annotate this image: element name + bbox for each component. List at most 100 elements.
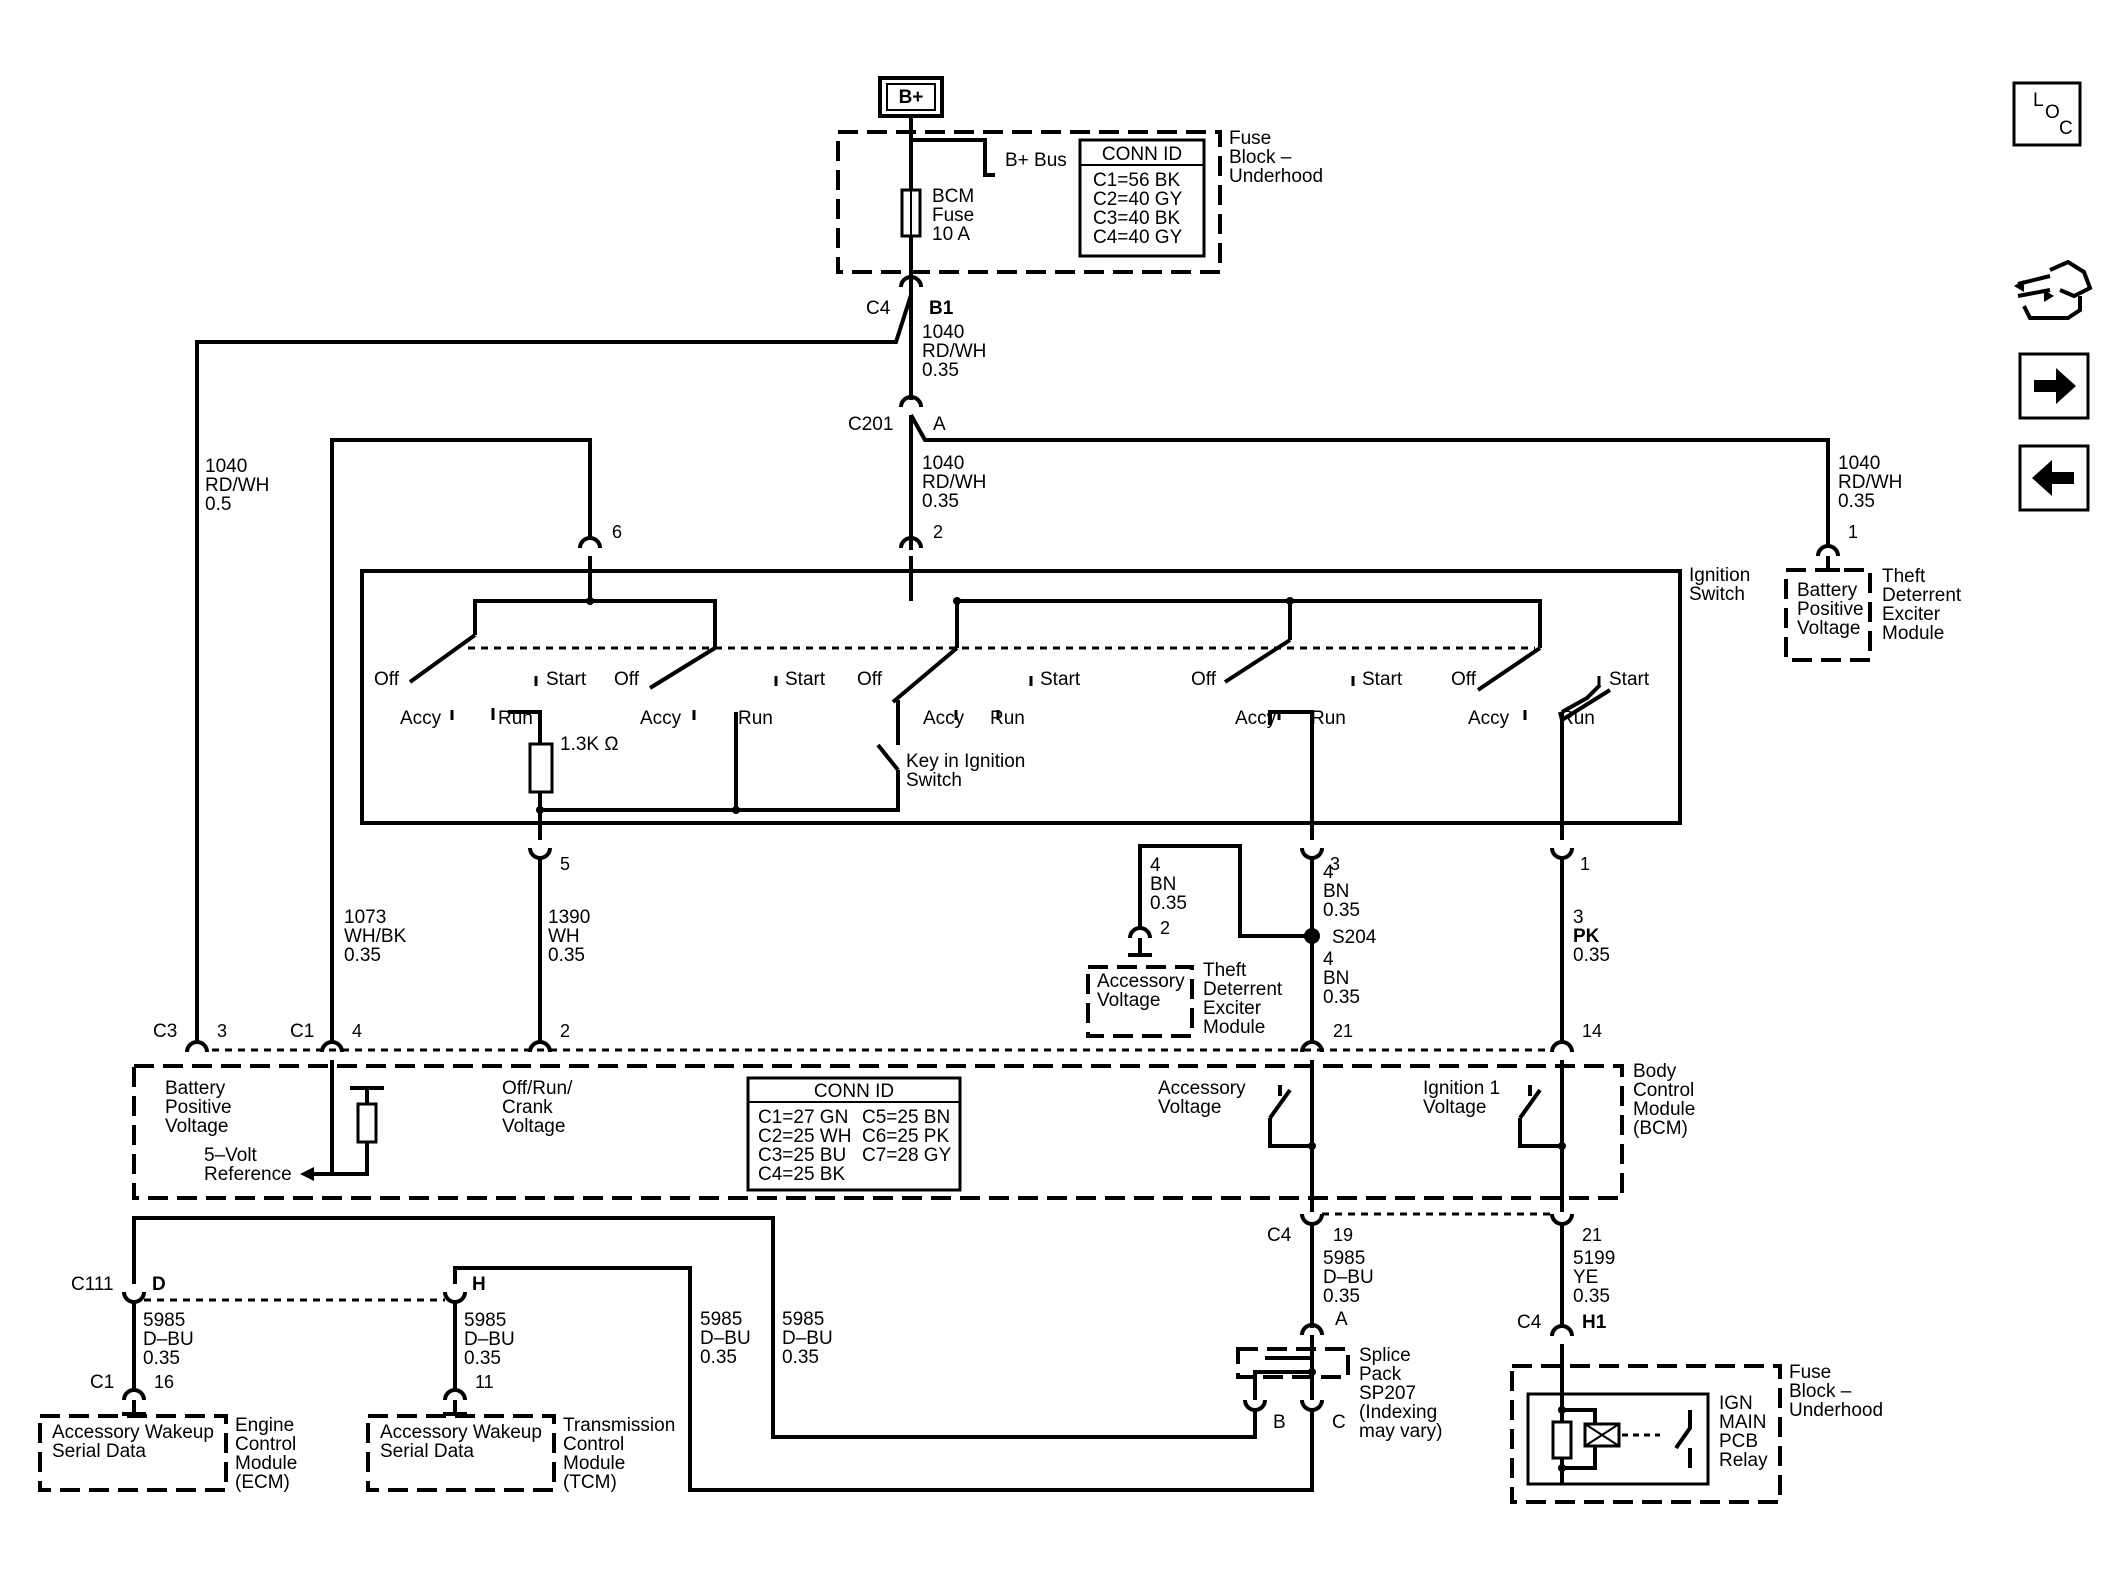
svg-text:Accessory: Accessory [1097, 971, 1185, 992]
svg-text:C1=56 BK: C1=56 BK [1093, 170, 1180, 191]
svg-text:RD/WH: RD/WH [205, 475, 269, 496]
svg-text:5985: 5985 [464, 1310, 506, 1331]
svg-text:0.35: 0.35 [548, 945, 585, 966]
wire-1390-label: 1390 WH 0.35 [548, 907, 590, 966]
c4-label: C4 [866, 298, 891, 319]
svg-text:0.5: 0.5 [205, 494, 231, 515]
fuse-block-bottom-outline [1510, 1364, 1782, 1504]
svg-text:Off: Off [374, 669, 400, 690]
svg-text:Block –: Block – [1229, 147, 1292, 168]
bcm-c3-pin-icon [185, 1040, 209, 1053]
svg-text:Module: Module [563, 1453, 625, 1474]
relay-diode-icon [1551, 1420, 1573, 1460]
svg-text:Engine: Engine [235, 1415, 294, 1436]
reference-arrow-icon [300, 1167, 314, 1181]
theft-module-top-label: Theft Deterrent Exciter Module [1882, 566, 1962, 644]
svg-text:Transmission: Transmission [563, 1415, 675, 1436]
svg-text:1040: 1040 [922, 453, 964, 474]
resistor-icon [528, 742, 554, 794]
svg-text:Run: Run [1311, 708, 1346, 729]
tcm-pin11: 11 [475, 1372, 494, 1392]
svg-text:Module: Module [235, 1453, 297, 1474]
splice-pack-label: Splice Pack SP207 (Indexing may vary) [1359, 1345, 1442, 1442]
bcm-accessory-switch [1268, 1060, 1314, 1212]
svg-text:Key in Ignition: Key in Ignition [906, 751, 1025, 772]
svg-text:1390: 1390 [548, 907, 590, 928]
wire-1040-left-label: 1040 RD/WH 0.5 [205, 456, 269, 515]
bcm-c3-label: C3 [153, 1021, 177, 1042]
svg-text:Control: Control [235, 1434, 296, 1455]
svg-text:0.35: 0.35 [922, 360, 959, 381]
svg-text:4: 4 [1323, 862, 1334, 883]
svg-text:Off: Off [614, 669, 640, 690]
svg-text:RD/WH: RD/WH [1838, 472, 1902, 493]
svg-text:(ECM): (ECM) [235, 1472, 290, 1493]
svg-text:Serial Data: Serial Data [380, 1441, 474, 1462]
bcm-pin14: 14 [1582, 1021, 1602, 1041]
svg-text:may vary): may vary) [1359, 1421, 1442, 1442]
ignition-switch-label: Ignition Switch [1689, 565, 1750, 605]
splice-pin-c: C [1332, 1412, 1346, 1433]
svg-text:Run: Run [738, 708, 773, 729]
svg-text:C1=27 GN: C1=27 GN [758, 1107, 848, 1128]
ecm-c1-label: C1 [90, 1372, 114, 1393]
theft-module-bottom-label: Theft Deterrent Exciter Module [1203, 960, 1283, 1038]
b1-pin: B1 [929, 298, 954, 319]
bcm-outline [132, 1064, 1624, 1200]
splice-pin-a: A [1335, 1309, 1348, 1330]
wire-5199-label: 5199 YE 0.35 [1573, 1248, 1615, 1307]
bcm-c1-pin4: 4 [352, 1021, 362, 1041]
svg-text:Exciter: Exciter [1882, 604, 1941, 625]
next-page-button[interactable] [2018, 352, 2090, 420]
svg-text:D–BU: D–BU [464, 1329, 515, 1350]
previous-page-button[interactable] [2018, 444, 2090, 512]
svg-text:3: 3 [1573, 907, 1584, 928]
wire-4-top-label: 4 BN 0.35 [1323, 862, 1360, 921]
svg-text:Theft: Theft [1882, 566, 1926, 587]
ecm-label: Engine Control Module (ECM) [235, 1415, 297, 1493]
svg-text:Positive: Positive [165, 1097, 232, 1118]
svg-text:Reference: Reference [204, 1164, 292, 1185]
svg-text:PCB: PCB [1719, 1431, 1758, 1452]
svg-text:Accessory Wakeup: Accessory Wakeup [380, 1422, 542, 1443]
bcm-pullup-resistor-icon [356, 1102, 378, 1144]
svg-text:C2=40 GY: C2=40 GY [1093, 189, 1183, 210]
ign-pin1: 1 [1580, 854, 1590, 874]
wire-1040-mid-label: 1040 RD/WH 0.35 [922, 453, 986, 512]
arrow-right-icon [2034, 368, 2076, 404]
svg-text:(BCM): (BCM) [1633, 1118, 1688, 1139]
wire-5985-tcm-label: 5985 D–BU 0.35 [464, 1310, 515, 1369]
svg-text:Voltage: Voltage [1797, 618, 1860, 639]
b-plus-terminal: B+ [878, 76, 944, 118]
svg-text:10 A: 10 A [932, 224, 970, 245]
svg-text:5–Volt: 5–Volt [204, 1145, 258, 1166]
svg-text:Start: Start [546, 669, 587, 690]
fuse-block-bottom-label: Fuse Block – Underhood [1789, 1362, 1883, 1421]
bcm-label: Body Control Module (BCM) [1633, 1061, 1695, 1139]
svg-text:0.35: 0.35 [1323, 1286, 1360, 1307]
svg-text:Fuse: Fuse [1229, 128, 1271, 149]
theft-top-pin: 1 [1848, 522, 1858, 542]
wire-3-label: 3 PK 0.35 [1573, 907, 1610, 966]
svg-text:5985: 5985 [782, 1309, 824, 1330]
svg-text:5985: 5985 [700, 1309, 742, 1330]
theft-bottom-pin: 2 [1160, 918, 1170, 938]
wire-5985-b-label: 5985 D–BU 0.35 [782, 1309, 833, 1368]
relay-outline [1526, 1392, 1710, 1486]
svg-text:1040: 1040 [1838, 453, 1880, 474]
arrow-left-icon [2032, 460, 2074, 496]
svg-text:Start: Start [1362, 669, 1403, 690]
location-button[interactable]: L O C [2012, 81, 2082, 147]
svg-text:WH: WH [548, 926, 580, 947]
svg-text:D–BU: D–BU [143, 1329, 194, 1350]
svg-text:0.35: 0.35 [782, 1347, 819, 1368]
wire-4-left-label: 4 BN 0.35 [1150, 855, 1187, 914]
svg-text:0.35: 0.35 [1323, 900, 1360, 921]
splice-pack-outline [1236, 1347, 1350, 1379]
svg-text:Pack: Pack [1359, 1364, 1402, 1385]
connector-wrench-icon[interactable] [2014, 259, 2093, 320]
svg-text:Ignition 1: Ignition 1 [1423, 1078, 1500, 1099]
svg-text:C: C [2059, 118, 2073, 139]
svg-text:0.35: 0.35 [1573, 945, 1610, 966]
svg-text:5985: 5985 [143, 1310, 185, 1331]
